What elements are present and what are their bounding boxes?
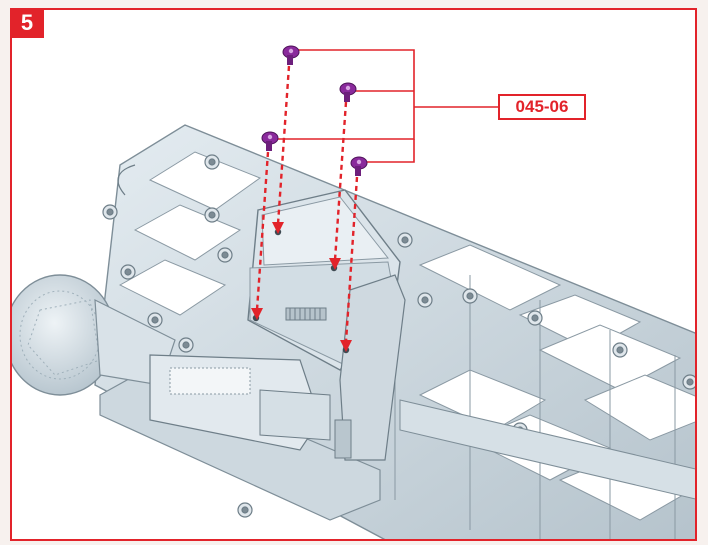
screw-icon <box>350 156 368 176</box>
insertion-guides <box>255 65 359 343</box>
wire <box>117 164 136 196</box>
step-number-badge: 5 <box>10 8 44 38</box>
round-disc-part <box>12 274 176 396</box>
screw-icon <box>339 82 357 102</box>
part-code-label: 045-06 <box>498 94 586 120</box>
insertion-arrows <box>251 222 352 352</box>
central-plate <box>149 189 406 461</box>
callout-leaders <box>276 49 498 163</box>
screw-icon <box>282 45 300 65</box>
screw-icon <box>261 131 279 151</box>
